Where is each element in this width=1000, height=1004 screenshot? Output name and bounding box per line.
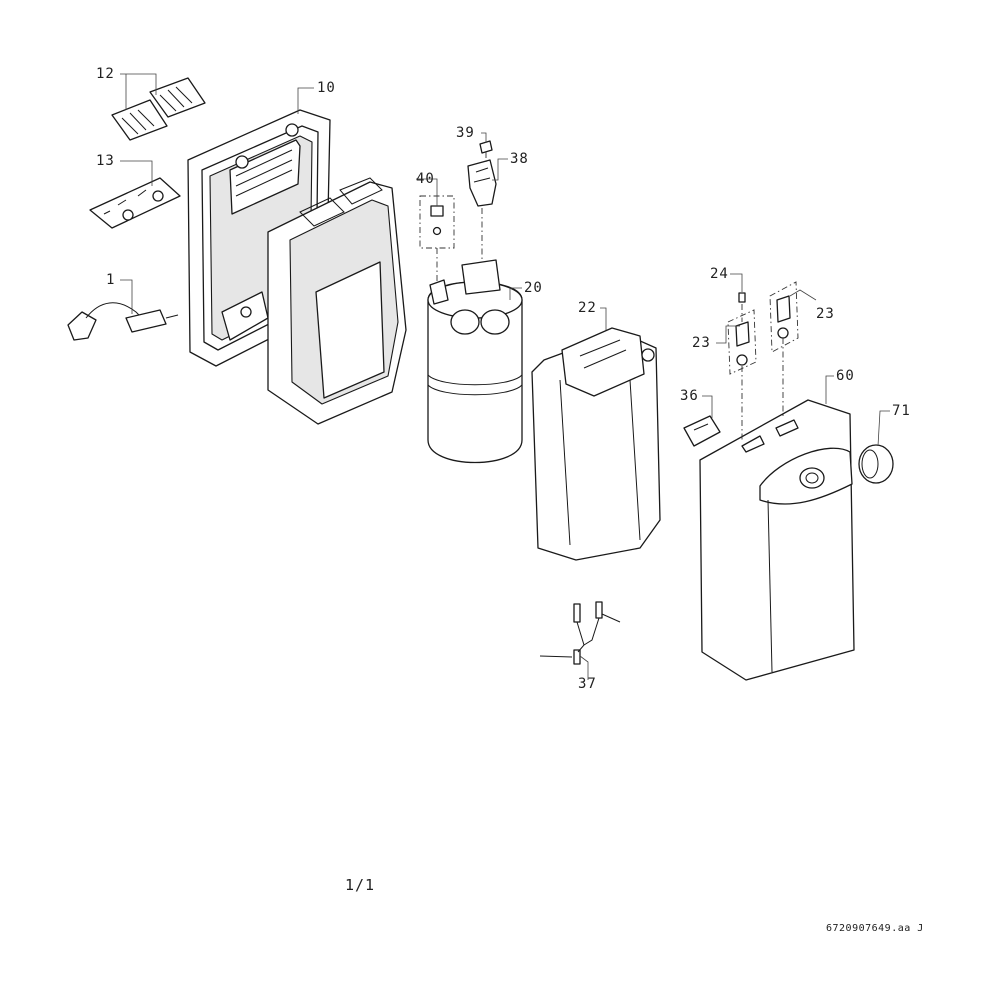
part-24-pin[interactable]	[738, 292, 746, 303]
label-part-24: 24	[710, 266, 729, 282]
label-part-38: 38	[510, 151, 529, 167]
part-1-power-cable[interactable]	[67, 302, 179, 341]
part-40-cap-seal[interactable]	[419, 195, 455, 249]
part-36-module[interactable]	[683, 415, 721, 447]
part-60-front-cover[interactable]	[699, 399, 855, 681]
label-part-12: 12	[96, 66, 115, 82]
label-part-39: 39	[456, 125, 475, 141]
alignment-lines	[436, 152, 784, 440]
part-13-mounting-bracket[interactable]	[89, 177, 181, 229]
part-37-sensor-cables[interactable]	[539, 601, 621, 665]
label-part-40: 40	[416, 171, 435, 187]
label-part-36: 36	[680, 388, 699, 404]
document-id: 6720907649.aa J	[826, 923, 924, 934]
part-22-insulation-housing[interactable]	[531, 327, 661, 561]
part-39-screw[interactable]	[479, 140, 493, 154]
part-23-connector-left[interactable]	[727, 309, 757, 375]
insulation-shell[interactable]	[267, 177, 407, 425]
label-part-20: 20	[524, 280, 543, 296]
label-part-23-right: 23	[816, 306, 835, 322]
label-part-22: 22	[578, 300, 597, 316]
leader-lines	[120, 73, 890, 680]
label-part-10: 10	[317, 80, 336, 96]
part-20-tank[interactable]	[427, 259, 523, 464]
part-23-connector-right[interactable]	[769, 281, 799, 353]
part-71-knob[interactable]	[858, 444, 894, 484]
label-part-37: 37	[578, 676, 597, 692]
label-part-23-left: 23	[692, 335, 711, 351]
part-38-valve[interactable]	[467, 159, 497, 207]
label-part-71: 71	[892, 403, 911, 419]
label-part-1: 1	[106, 272, 116, 288]
label-part-60: 60	[836, 368, 855, 384]
page-number: 1/1	[345, 876, 376, 894]
label-part-13: 13	[96, 153, 115, 169]
